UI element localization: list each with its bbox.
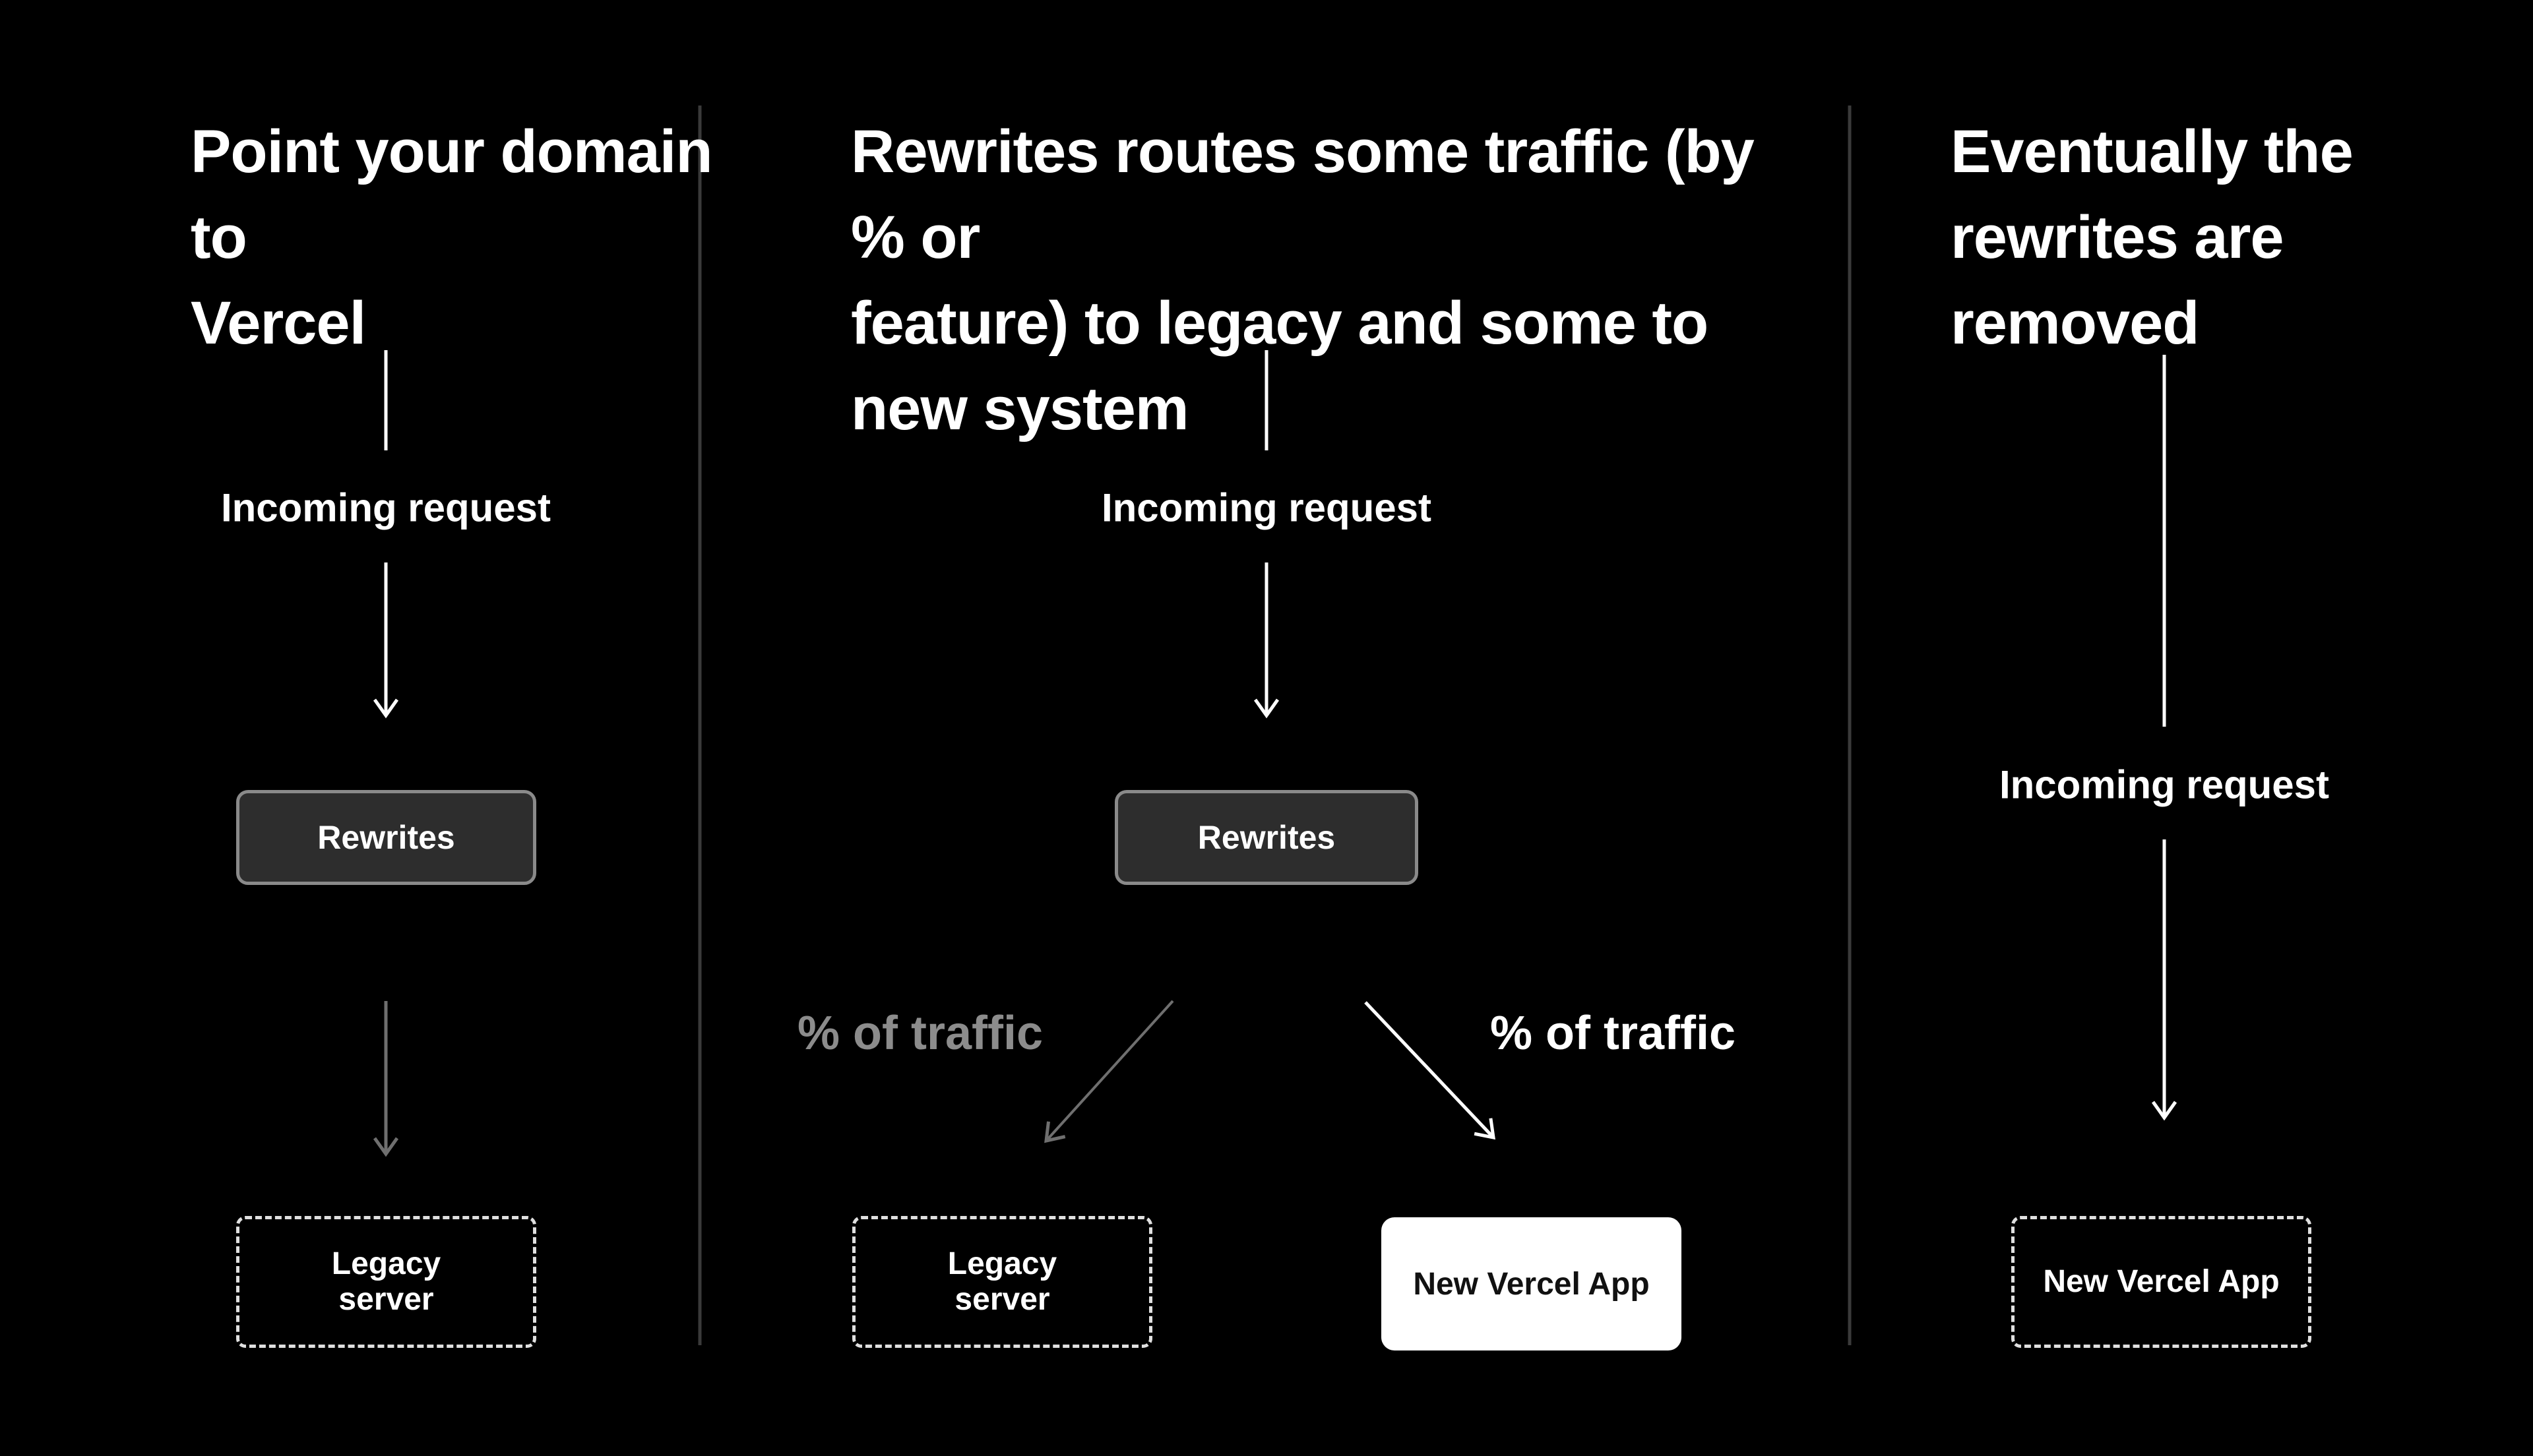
- p2-new-vercel-app-node: New Vercel App: [1381, 1217, 1681, 1350]
- p2-legacy-server-node-label: Legacy server: [947, 1246, 1057, 1317]
- p3-new-vercel-app-node: New Vercel App: [2011, 1216, 2311, 1348]
- p3-new-vercel-app-node-label: New Vercel App: [2043, 1264, 2280, 1300]
- p1-rewrites-node-label: Rewrites: [317, 819, 455, 856]
- p2-new-vercel-app-node-label: New Vercel App: [1413, 1266, 1650, 1302]
- p1-legacy-server-node: Legacy server: [236, 1216, 536, 1348]
- p1-legacy-server-node-label: Legacy server: [331, 1246, 441, 1317]
- panel1-title: Point your domain to Vercel: [191, 118, 713, 357]
- p2-incoming-request-label: Incoming request: [1101, 485, 1432, 530]
- panel2-title: Rewrites routes some traffic (by % or fe…: [851, 118, 1755, 442]
- p3-incoming-request-label: Incoming request: [1999, 762, 2330, 807]
- p2-arrow-to-legacy: [1044, 1000, 1174, 1143]
- p2-rewrites-node: Rewrites: [1115, 790, 1418, 885]
- p2-legacy-server-node: Legacy server: [852, 1216, 1152, 1348]
- p2-traffic-right-label: % of traffic: [1489, 1007, 1736, 1060]
- p1-rewrites-node: Rewrites: [236, 790, 536, 885]
- p2-rewrites-node-label: Rewrites: [1197, 819, 1336, 856]
- p2-arrow-to-new-app: [1364, 1001, 1495, 1140]
- p1-incoming-request-label: Incoming request: [220, 485, 551, 530]
- panel3-title: Eventually the rewrites are removed: [1951, 118, 2354, 357]
- p2-traffic-left-label: % of traffic: [797, 1007, 1044, 1060]
